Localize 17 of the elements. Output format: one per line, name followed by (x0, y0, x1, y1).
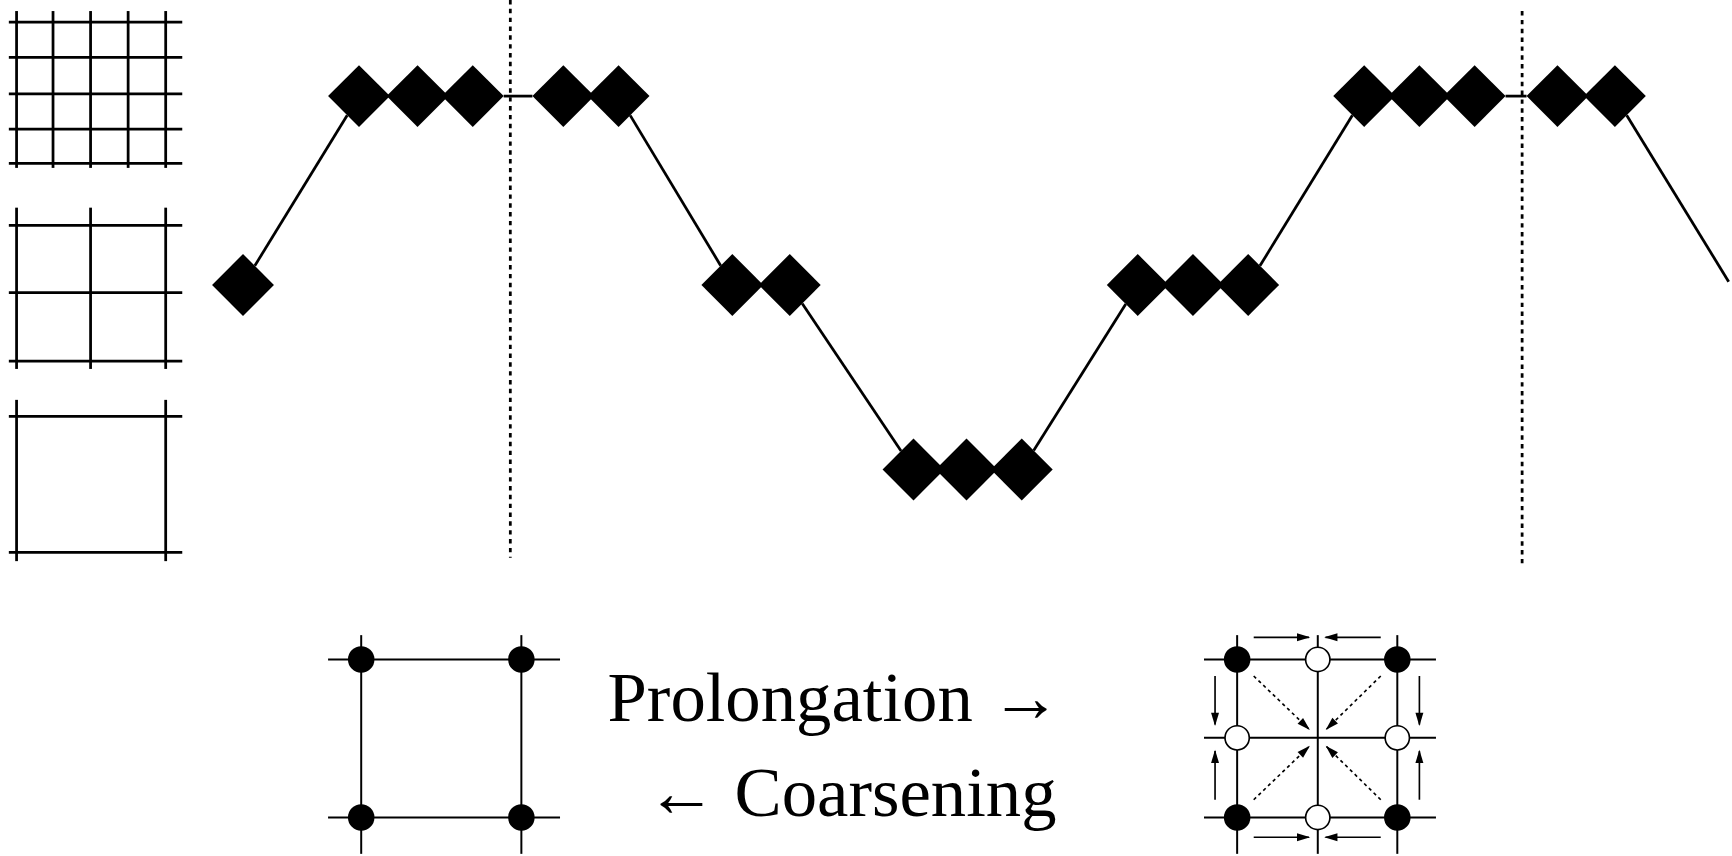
connector-line (629, 114, 722, 267)
diamond-marker (758, 254, 821, 316)
diamond-marker (1584, 65, 1646, 128)
connector-line (1625, 114, 1730, 283)
connector-line (503, 94, 533, 98)
connector-line (1505, 94, 1527, 98)
diamond-marker (1526, 65, 1589, 128)
connector-line (801, 302, 903, 452)
connector-line (1258, 114, 1354, 267)
diamond-marker (1217, 254, 1280, 316)
prolongation-label: Prolongation → (607, 662, 1062, 734)
diamond-marker (212, 254, 274, 316)
diamond-marker (328, 65, 390, 128)
diamond-marker (701, 254, 764, 316)
connector-line (253, 114, 349, 267)
connector-line (1032, 303, 1127, 452)
coarsening-label: ← Coarsening (646, 757, 1057, 829)
